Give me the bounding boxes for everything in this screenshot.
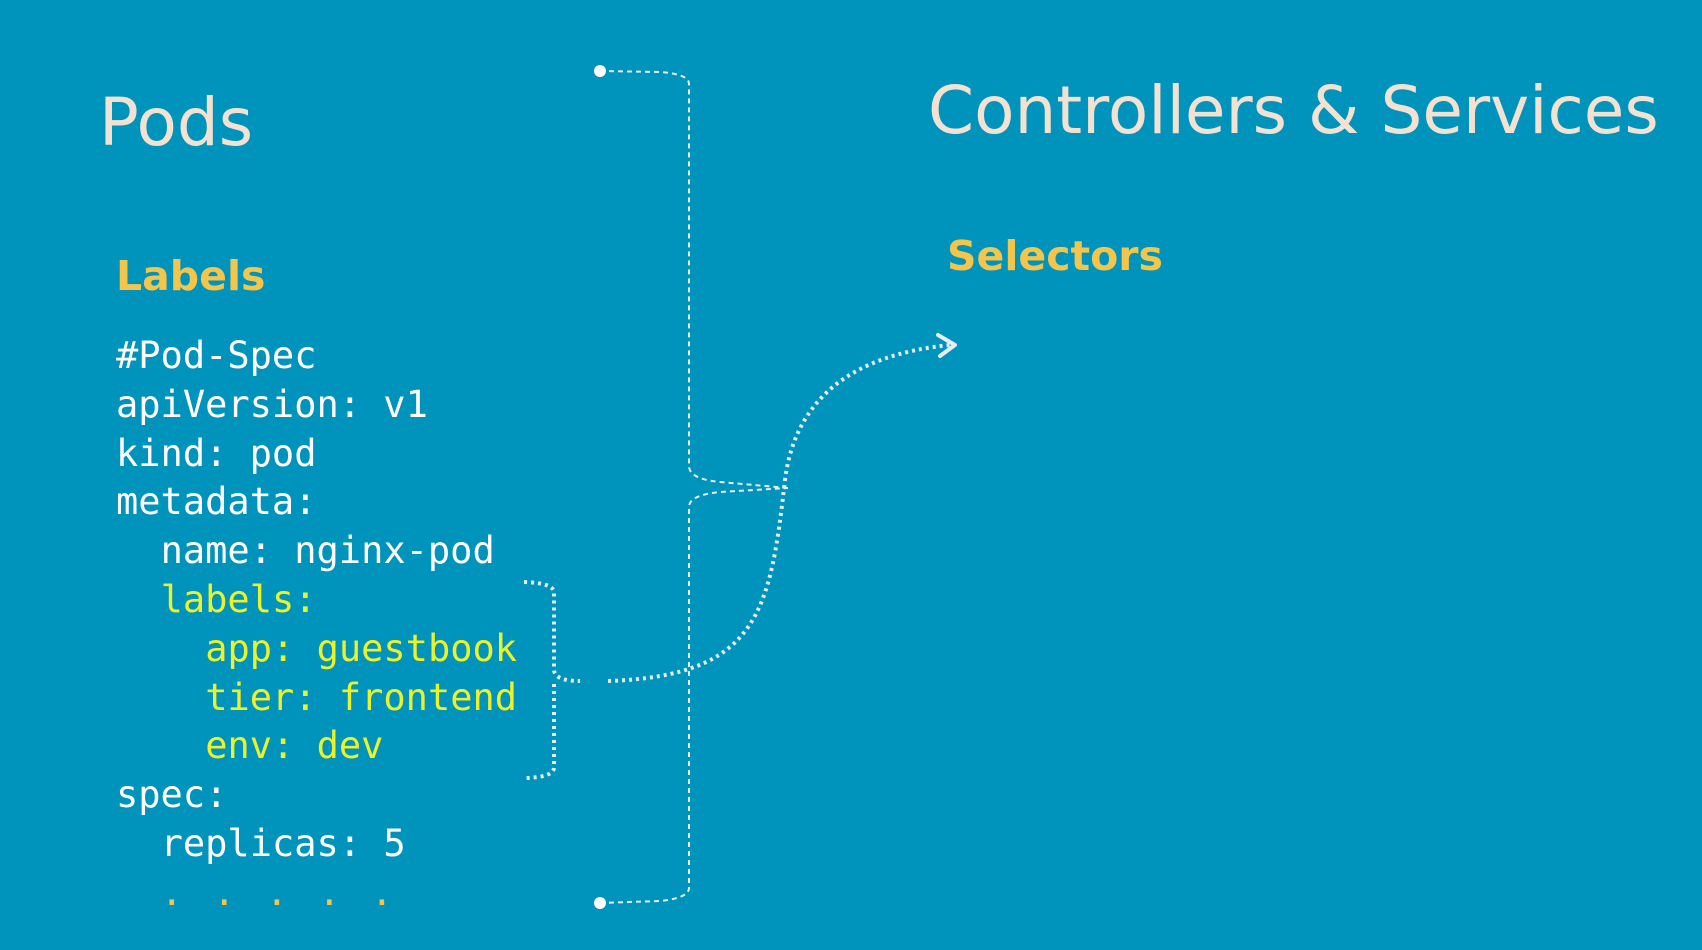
code-line: metadata: [116, 480, 317, 524]
pods-title: Pods [99, 84, 254, 161]
code-line: apiVersion: v1 [116, 382, 428, 426]
code-line: app: guestbook [205, 626, 518, 670]
code-line: #Pod-Spec [116, 334, 317, 377]
selectors-subtitle: Selectors [947, 232, 1163, 280]
code-line: name: nginx-pod [160, 529, 495, 573]
code-line: kind: pod [116, 431, 317, 475]
code-line: spec: [116, 773, 228, 817]
labels-subtitle: Labels [116, 252, 266, 300]
code-line: . . . . . [160, 870, 398, 914]
code-line: env: dev [205, 724, 384, 768]
code-line: tier: frontend [205, 675, 518, 719]
code-line: labels: [160, 577, 317, 621]
bracket-top-dot [594, 65, 606, 77]
bracket-bottom-dot [594, 897, 606, 909]
pod-spec-code-block: #Pod-Spec apiVersion: v1 kind: pod metadata… [116, 332, 517, 918]
controllers-services-title: Controllers & Services [928, 72, 1659, 149]
arrowhead-icon [936, 333, 957, 358]
pod-spec-bracket [599, 70, 789, 904]
code-line: replicas: 5 [160, 821, 406, 865]
labels-to-selectors-arrow [607, 343, 951, 683]
labels-bracket [523, 580, 581, 780]
